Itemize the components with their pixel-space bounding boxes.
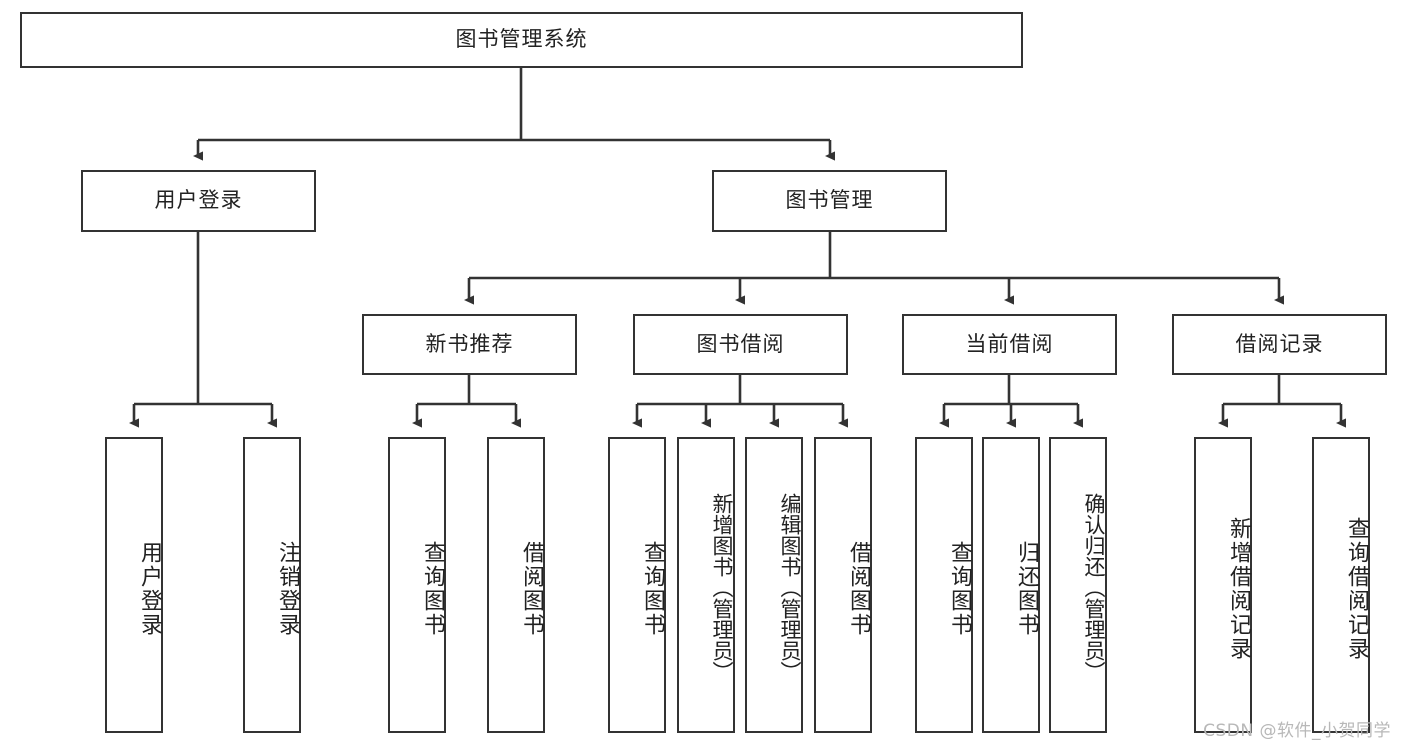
node-new-book-recommend[interactable]: 新书推荐 (362, 314, 577, 375)
node-leaf-add-book[interactable]: 新增图书（管理员） (677, 437, 735, 733)
node-leaf-return-book[interactable]: 归还图书 (982, 437, 1040, 733)
node-leaf-user-logout[interactable]: 注销登录 (243, 437, 301, 733)
node-leaf-edit-book[interactable]: 编辑图书（管理员） (745, 437, 803, 733)
node-leaf-query-book-recommend[interactable]: 查询图书 (388, 437, 446, 733)
node-book-borrow[interactable]: 图书借阅 (633, 314, 848, 375)
node-leaf-query-book-current[interactable]: 查询图书 (915, 437, 973, 733)
node-borrow-record[interactable]: 借阅记录 (1172, 314, 1387, 375)
node-leaf-query-borrow-record[interactable]: 查询借阅记录 (1312, 437, 1370, 733)
node-leaf-query-book-borrow[interactable]: 查询图书 (608, 437, 666, 733)
node-book-manage[interactable]: 图书管理 (712, 170, 947, 232)
node-leaf-borrow-book[interactable]: 借阅图书 (814, 437, 872, 733)
node-root-system[interactable]: 图书管理系统 (20, 12, 1023, 68)
node-leaf-borrow-book-recommend[interactable]: 借阅图书 (487, 437, 545, 733)
node-leaf-user-login[interactable]: 用户登录 (105, 437, 163, 733)
node-leaf-add-borrow-record[interactable]: 新增借阅记录 (1194, 437, 1252, 733)
node-user-login[interactable]: 用户登录 (81, 170, 316, 232)
node-current-borrow[interactable]: 当前借阅 (902, 314, 1117, 375)
node-leaf-confirm-return[interactable]: 确认归还（管理员） (1049, 437, 1107, 733)
